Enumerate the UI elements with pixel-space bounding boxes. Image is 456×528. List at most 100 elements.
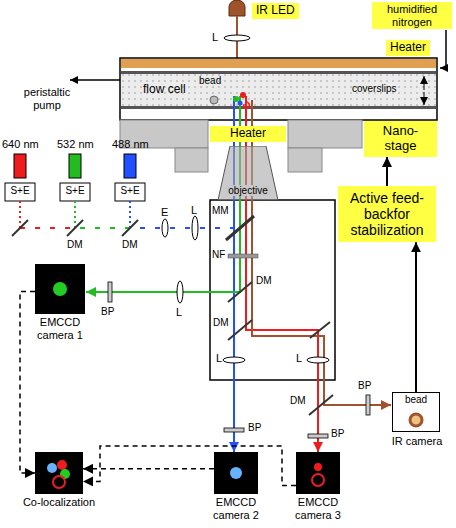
lens <box>192 216 198 240</box>
component-label: DM <box>67 239 83 251</box>
dichroic-mirror <box>228 320 252 340</box>
feedback-arrow <box>415 242 417 392</box>
camera-caption: EMCCD camera 2 <box>201 496 271 521</box>
component-label: NF <box>212 249 225 261</box>
text-patch: objective <box>226 185 269 196</box>
camera-caption: EMCCD camera 3 <box>283 496 353 521</box>
fluorescent-spot <box>47 463 57 473</box>
fluorophore <box>240 92 246 98</box>
coverslip <box>121 106 436 109</box>
fluorescent-spot <box>53 282 67 296</box>
coverslip-pointer <box>424 92 425 105</box>
colocalization-view: Co-localization <box>35 452 83 494</box>
coverslip-pointer <box>424 76 425 90</box>
bead <box>210 96 218 104</box>
feedback-arrow <box>386 157 388 186</box>
emccd-camera: EMCCD camera 3 <box>296 452 340 494</box>
laser-488 <box>124 154 136 178</box>
emccd-camera: EMCCD camera 1 <box>35 264 85 314</box>
microscope-body <box>210 200 335 380</box>
node-text: objective <box>218 185 278 197</box>
fluorescent-spot <box>53 476 65 488</box>
dichroic-mirror <box>228 282 252 302</box>
image-transfer-arrow <box>20 292 35 474</box>
expander-lens <box>162 219 168 237</box>
lens <box>223 357 245 363</box>
component-label: E <box>161 206 168 219</box>
component-label: DM <box>256 275 272 287</box>
node-text: Nano-stage <box>372 124 429 154</box>
top-heater-plate <box>121 59 436 68</box>
component-label: BP <box>248 422 261 434</box>
mirror-mm <box>226 216 254 240</box>
pump-outlet-arrow <box>70 79 120 81</box>
notch-filter <box>228 254 258 258</box>
component-label: S+E <box>60 185 90 197</box>
laser-beam <box>19 201 21 228</box>
node-text: flow cell <box>143 83 186 97</box>
component-label: S+E <box>115 185 145 197</box>
component-label: DM <box>122 239 138 251</box>
camera-caption: Co-localization <box>14 496 104 509</box>
lens-label: L <box>212 31 218 44</box>
stage-block <box>288 120 362 148</box>
lens <box>224 35 250 41</box>
shutter-expander <box>115 183 145 201</box>
emccd-camera: EMCCD camera 2 <box>214 452 258 494</box>
laser-beam <box>130 227 238 229</box>
coverslip <box>121 71 436 74</box>
lens-label: L <box>191 204 197 217</box>
dichroic-mirror <box>309 395 333 415</box>
bandpass-filter <box>366 395 370 415</box>
node-text: Heater <box>390 41 426 55</box>
bead-label: bead <box>199 75 221 87</box>
wavelength-label: 488 nm <box>112 138 149 151</box>
camera-caption: IR camera <box>379 435 455 448</box>
shutter-expander <box>5 183 35 201</box>
node-text: IR LED <box>256 4 295 18</box>
dichroic-mirror <box>67 220 83 236</box>
camera-image <box>296 452 340 494</box>
node-text: Active feed-backfor stabilization <box>341 190 433 238</box>
pump-label: peristaltic pump <box>12 86 82 111</box>
stage-housing <box>120 58 437 120</box>
flow-cell-chamber <box>121 74 436 106</box>
image-transfer-arrow <box>83 446 296 486</box>
ir-led <box>229 0 245 16</box>
dna-loop <box>244 101 250 109</box>
coverslip-label: coverslips <box>352 83 396 95</box>
component-label: DM <box>290 395 306 407</box>
laser-532 <box>69 154 81 178</box>
lens-label: L <box>176 306 182 319</box>
laser-640 <box>14 154 26 178</box>
component-label: DM <box>213 317 229 329</box>
laser-beam <box>75 227 238 229</box>
camera-caption: EMCCD camera 1 <box>25 316 95 341</box>
component-label: BP <box>331 428 344 440</box>
mirror <box>12 220 28 236</box>
dichroic-mirror <box>122 220 138 236</box>
led-label: IR LED <box>252 3 299 19</box>
fluorescent-spot <box>57 460 67 470</box>
nanostage-box: Nano-stage <box>364 121 437 157</box>
stage-block <box>288 148 322 172</box>
camera-image <box>35 452 83 494</box>
bandpass-filter <box>224 428 244 432</box>
camera-image <box>214 452 258 494</box>
shutter-expander <box>60 183 90 201</box>
objective-body <box>218 146 278 200</box>
lens-label: L <box>216 352 222 365</box>
wavelength-label: 532 nm <box>57 138 94 151</box>
component-label: MM <box>212 205 229 217</box>
component-label: BP <box>101 306 114 318</box>
laser-beam <box>74 201 76 228</box>
gas-inlet-arrow <box>440 30 446 68</box>
lens-label: L <box>296 352 302 365</box>
wavelength-label: 640 nm <box>2 138 39 151</box>
heater-label: Heater <box>210 126 286 142</box>
fluorescent-spot <box>312 474 324 486</box>
component-label: BP <box>358 380 371 392</box>
lens <box>307 357 329 363</box>
ir-camera: beadIR camera <box>392 392 440 432</box>
bandpass-filter <box>308 434 328 438</box>
